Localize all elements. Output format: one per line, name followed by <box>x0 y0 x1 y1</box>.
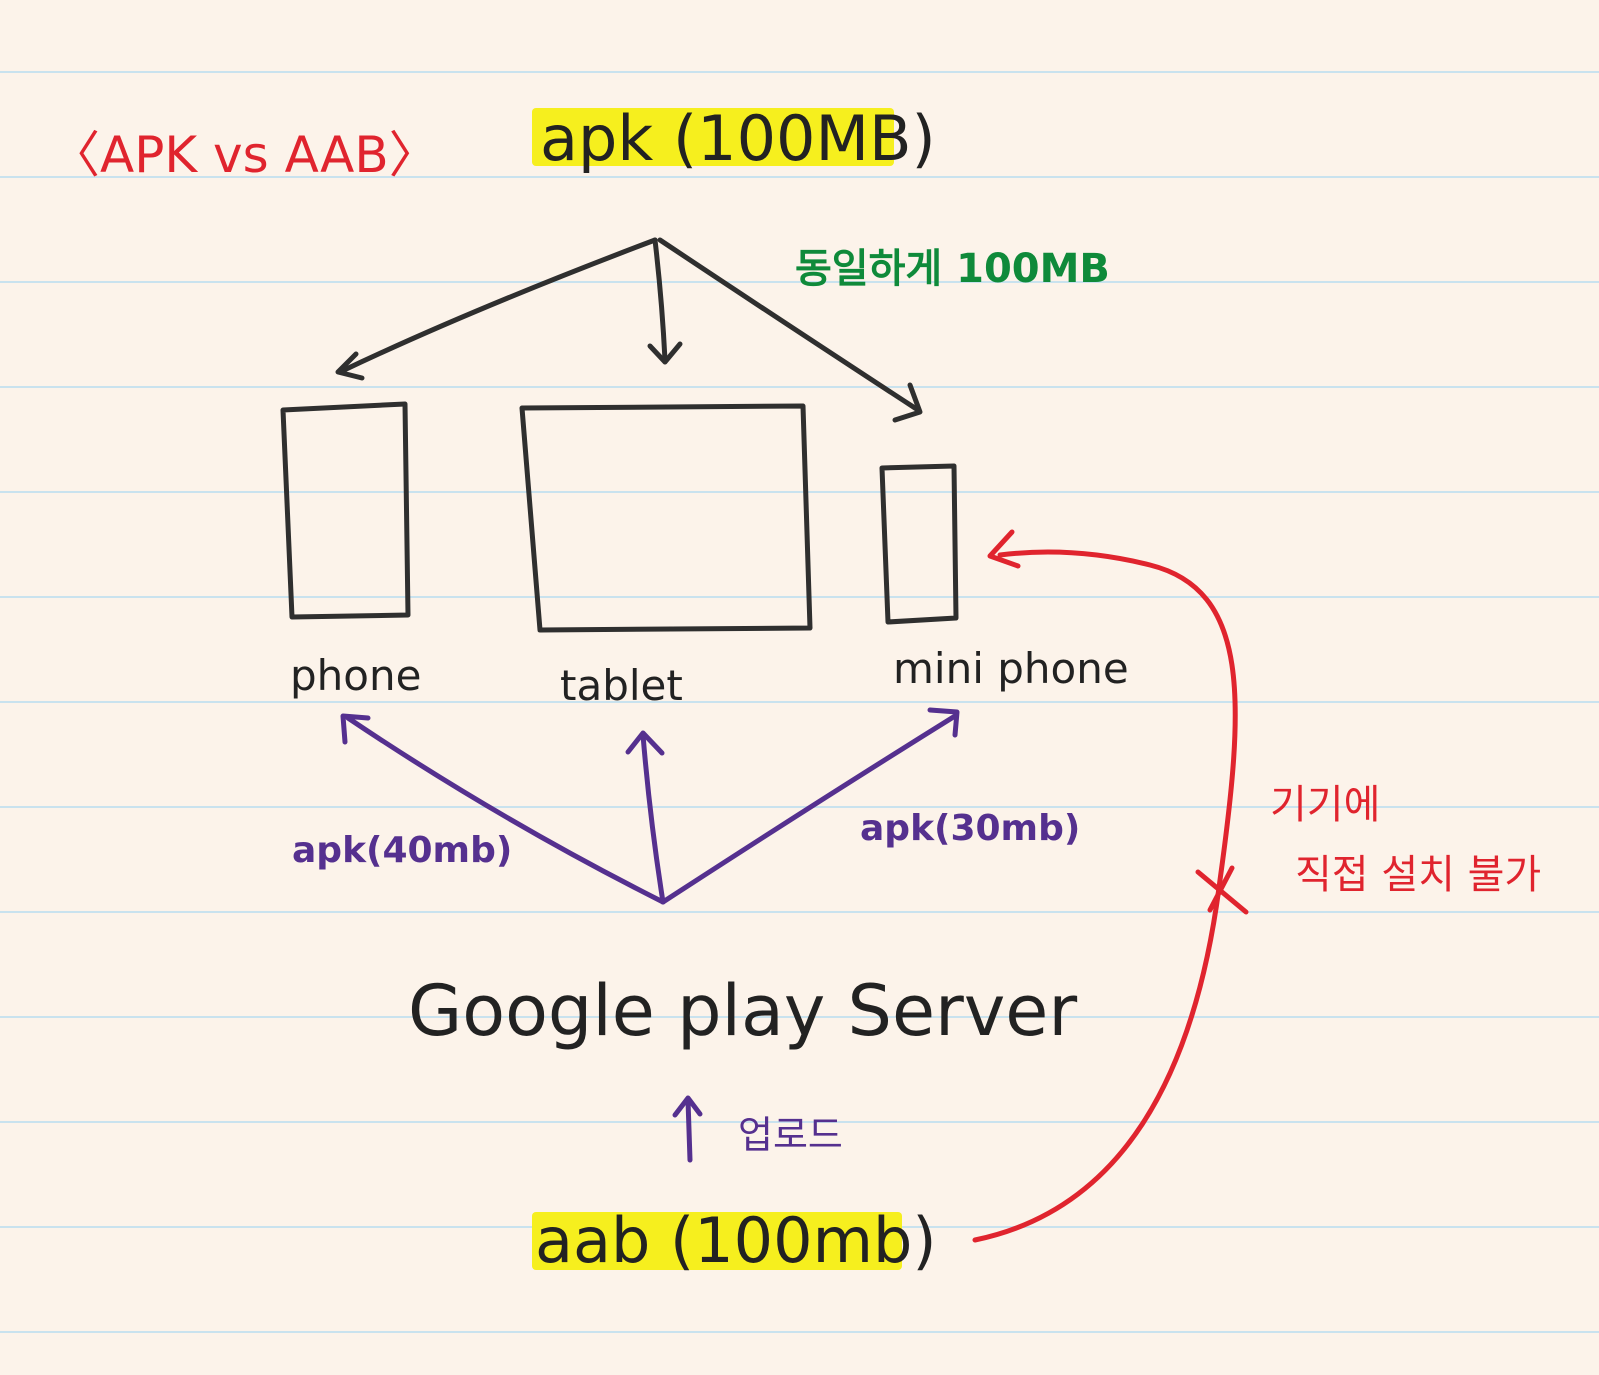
aab-direct-install-arrow <box>972 549 1238 1243</box>
install-note-line2: 직접 설치 불가 <box>1295 852 1541 898</box>
split-apk-phone-label: apk(40mb) <box>292 830 512 871</box>
arrow-apk-to-tablet <box>652 237 668 363</box>
aab-direct-install-arrow-head <box>987 529 1021 569</box>
install-note-line1: 기기에 <box>1270 782 1380 828</box>
phone-label: phone <box>290 651 421 700</box>
arrow-head-apk-mini <box>892 382 923 423</box>
upload-arrow <box>685 1097 693 1163</box>
tablet-device <box>519 403 813 633</box>
arrow-server-to-mini <box>660 713 958 905</box>
arrow-head-apk-tablet <box>647 341 683 365</box>
arrow-head-server-tablet <box>625 730 665 756</box>
diagram-title: 〈APK vs AAB〉 <box>50 126 439 184</box>
google-play-server-label: Google play Server <box>408 970 1077 1052</box>
phone-device <box>280 401 411 620</box>
server-delivery-arrows <box>340 707 960 905</box>
arrow-head-server-phone <box>340 713 371 745</box>
apk-source-label: apk (100MB) <box>540 102 936 175</box>
arrow-server-to-tablet <box>640 732 666 905</box>
tablet-label: tablet <box>560 661 683 710</box>
notebook-ruled-lines <box>0 71 1599 1333</box>
apk-distribution-arrows <box>335 237 923 423</box>
upload-arrow-head <box>672 1095 703 1118</box>
arrow-apk-to-phone <box>337 237 658 375</box>
blocked-cross-mark <box>1195 865 1249 915</box>
arrow-head-server-mini <box>927 707 960 738</box>
mini-phone-device <box>879 463 959 625</box>
apk-highlight <box>532 108 894 166</box>
apk-same-size-note: 동일하게 100MB <box>795 246 1110 292</box>
upload-label: 업로드 <box>738 1113 843 1157</box>
arrow-server-to-phone <box>345 715 666 905</box>
split-apk-mini-label: apk(30mb) <box>860 808 1080 849</box>
arrow-apk-to-mini <box>657 237 921 413</box>
aab-source-label: aab (100mb) <box>535 1204 937 1277</box>
arrow-head-apk-phone <box>335 351 365 381</box>
mini-phone-label: mini phone <box>893 644 1129 693</box>
aab-highlight <box>532 1212 902 1270</box>
